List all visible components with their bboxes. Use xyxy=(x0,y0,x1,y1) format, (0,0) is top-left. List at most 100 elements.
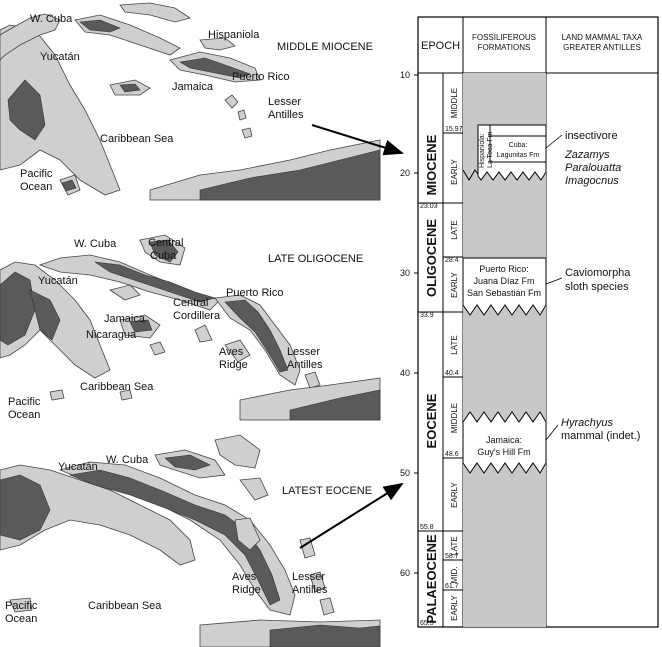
sub-miocene-early: EARLY xyxy=(450,159,459,185)
title-latest-eocene: LATEST EOCENE xyxy=(282,485,372,497)
label-jamaica: Jamaica xyxy=(104,313,146,325)
tick-10: 10 xyxy=(400,70,410,80)
tick-20: 20 xyxy=(400,168,410,178)
label-lesser-antilles-1: Lesser xyxy=(287,346,320,358)
label-pacific-1: Pacific xyxy=(5,600,38,612)
label-aves-ridge-2: Ridge xyxy=(219,359,248,371)
map-middle-miocene: W. Cuba Yucatán Hispaniola Puerto Rico J… xyxy=(0,2,381,201)
formation-eocene: Jamaica: Guy's Hill Fm xyxy=(462,411,547,474)
label-lesser-antilles-1: Lesser xyxy=(292,571,325,583)
taxon-hyrachyus: Hyrachyus xyxy=(561,417,613,429)
formation-jamaica-1: Jamaica: xyxy=(486,435,522,445)
formation-pr-1: Puerto Rico: xyxy=(479,264,529,274)
label-lesser-antilles-2: Antilles xyxy=(292,584,328,596)
label-pacific-1: Pacific xyxy=(8,396,41,408)
formation-oligocene: Puerto Rico: Juana Díaz Fm San Sebastián… xyxy=(462,257,547,316)
label-lesser-antilles-1: Lesser xyxy=(268,96,301,108)
label-aves-ridge-1: Aves xyxy=(219,346,244,358)
formation-pr-3: San Sebastián Fm xyxy=(467,288,541,298)
map-latest-eocene: Yucatán W. Cuba Aves Ridge Lesser Antill… xyxy=(0,434,381,647)
age-65-5: 65.5 xyxy=(420,620,434,627)
header-epoch: EPOCH xyxy=(421,40,460,52)
header-formations-1: FOSSILIFEROUS xyxy=(472,33,536,42)
tick-50: 50 xyxy=(400,468,410,478)
timescale-table: EPOCH FOSSILIFEROUS FORMATIONS LAND MAMM… xyxy=(400,16,659,628)
header-taxa-2: GREATER ANTILLES xyxy=(563,43,641,52)
label-puerto-rico: Puerto Rico xyxy=(232,71,289,83)
header-formations-2: FORMATIONS xyxy=(478,43,531,52)
sub-oligocene-late: LATE xyxy=(450,220,459,239)
sub-eocene-late: LATE xyxy=(450,335,459,354)
label-yucatan: Yucatán xyxy=(40,51,80,63)
age-61-7: 61.7 xyxy=(445,583,459,590)
sub-miocene-middle: MIDDLE xyxy=(450,88,459,118)
label-pacific-2: Ocean xyxy=(5,613,37,625)
formation-hispaniola-1: Hispaniola: xyxy=(479,133,486,168)
label-caribbean-sea: Caribbean Sea xyxy=(80,381,154,393)
label-caribbean-sea: Caribbean Sea xyxy=(88,600,162,612)
label-w-cuba: W. Cuba xyxy=(74,238,117,250)
label-w-cuba: W. Cuba xyxy=(106,454,149,466)
sub-palaeocene-early: EARLY xyxy=(450,595,459,621)
taxon-sloth: sloth species xyxy=(565,281,629,293)
formation-miocene: Hispaniola: La Toca Fm Cuba: Lagunitas F… xyxy=(462,124,547,181)
tick-40: 40 xyxy=(400,368,410,378)
label-central-cordillera-1: Central xyxy=(173,297,208,309)
tick-30: 30 xyxy=(400,268,410,278)
taxon-insectivore: insectivore xyxy=(565,130,618,142)
arrow-eocene xyxy=(299,482,404,549)
formation-hispaniola-2: La Toca Fm xyxy=(487,131,494,168)
age-23-03: 23.03 xyxy=(420,203,438,210)
label-central-cuba-1: Central xyxy=(148,237,183,249)
sub-oligocene-early: EARLY xyxy=(450,272,459,298)
tick-60: 60 xyxy=(400,568,410,578)
label-pacific-2: Ocean xyxy=(20,181,52,193)
age-48-6: 48.6 xyxy=(445,451,459,458)
sub-palaeocene-late: LATE xyxy=(450,536,459,555)
label-aves-ridge-2: Ridge xyxy=(232,584,261,596)
epoch-miocene: MIOCENE xyxy=(424,134,439,195)
age-58-7: 58.7 xyxy=(445,553,459,560)
formation-cuba-1: Cuba: xyxy=(509,142,528,149)
map-late-oligocene: W. Cuba Central Cuba Yucatán Jamaica Nic… xyxy=(0,234,381,421)
label-aves-ridge-1: Aves xyxy=(232,571,257,583)
epoch-oligocene: OLIGOCENE xyxy=(424,219,439,297)
label-pacific-2: Ocean xyxy=(8,409,40,421)
sub-eocene-early: EARLY xyxy=(450,482,459,508)
label-w-cuba: W. Cuba xyxy=(30,13,73,25)
label-lesser-antilles-2: Antilles xyxy=(287,359,323,371)
label-yucatan: Yucatán xyxy=(38,275,78,287)
label-pacific-1: Pacific xyxy=(20,168,53,180)
arrow-miocene xyxy=(311,124,404,156)
age-55-8: 55.8 xyxy=(420,524,434,531)
formation-pr-2: Juana Díaz Fm xyxy=(473,276,534,286)
age-28-4: 28.4 xyxy=(445,257,459,264)
formation-cuba-2: Lagunitas Fm xyxy=(497,152,540,159)
label-nicaragua: Nicaragua xyxy=(86,329,137,341)
label-puerto-rico: Puerto Rico xyxy=(226,287,283,299)
header-taxa-1: LAND MAMMAL TAXA xyxy=(562,33,643,42)
sub-palaeocene-mid: MID. xyxy=(450,567,459,584)
formation-jamaica-2: Guy's Hill Fm xyxy=(477,447,530,457)
epoch-palaeocene: PALAEOCENE xyxy=(424,534,439,624)
label-hispaniola: Hispaniola xyxy=(208,29,260,41)
taxon-zazamys: Zazamys xyxy=(564,149,610,161)
label-caribbean-sea: Caribbean Sea xyxy=(100,133,174,145)
title-late-oligocene: LATE OLIGOCENE xyxy=(268,253,363,265)
label-central-cordillera-2: Cordillera xyxy=(173,310,221,322)
label-yucatan: Yucatán xyxy=(58,461,98,473)
age-40-4: 40.4 xyxy=(445,370,459,377)
title-middle-miocene: MIDDLE MIOCENE xyxy=(277,41,373,53)
age-33-9: 33.9 xyxy=(420,312,434,319)
taxon-paralouatta: Paralouatta xyxy=(565,162,621,174)
epoch-eocene: EOCENE xyxy=(424,393,439,448)
sub-eocene-middle: MIDDLE xyxy=(450,403,459,433)
taxon-mammal: mammal (indet.) xyxy=(561,430,640,442)
taxon-imagocnus: Imagocnus xyxy=(565,175,619,187)
label-lesser-antilles-2: Antilles xyxy=(268,109,304,121)
taxon-caviomorpha: Caviomorpha xyxy=(565,267,631,279)
label-central-cuba-2: Cuba xyxy=(150,250,177,262)
age-15-97: 15.97 xyxy=(445,126,463,133)
